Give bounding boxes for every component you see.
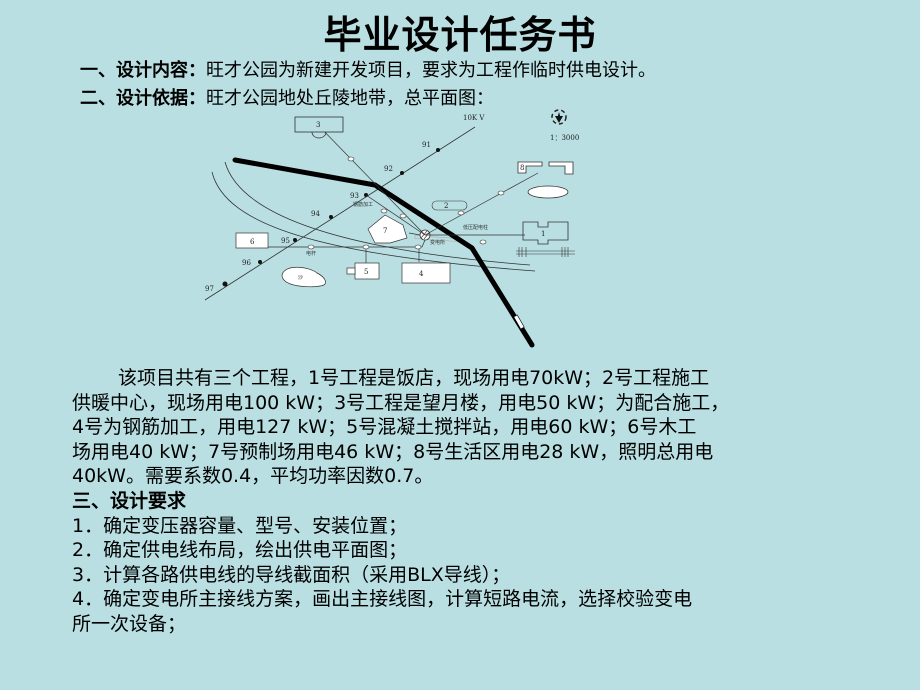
voltage-label: 10K V xyxy=(463,114,485,122)
svg-text:4: 4 xyxy=(419,270,424,278)
north-arrow-icon xyxy=(551,109,567,125)
description-line: 场用电40 kW；7号预制场用电46 kW；8号生活区用电28 kW，照明总用电 xyxy=(72,440,714,463)
svg-text:3: 3 xyxy=(316,121,320,129)
oval-area xyxy=(527,185,569,199)
requirement-item: 所一次设备； xyxy=(72,612,187,635)
river-bank-lower xyxy=(211,171,536,272)
building-6: 6 xyxy=(235,232,269,249)
scale-label: 1：3000 xyxy=(550,134,579,142)
sand-pond: 沙 xyxy=(281,266,326,288)
switch-markers xyxy=(307,156,505,250)
description-line: 40kW。需要系数0.4，平均功率因数0.7。 xyxy=(72,465,434,488)
site-plan-diagram: 91 92 93 94 95 96 97 10K V 1：3000 变电所 钢筋… xyxy=(204,109,579,348)
pole-label-95: 95 xyxy=(281,237,290,245)
description-line: 该项目共有三个工程，1号工程是饭店，现场用电70kW；2号工程施工 xyxy=(118,367,710,389)
design-basis-text: 旺才公园地处丘陵地带，总平面图： xyxy=(206,88,494,109)
design-basis-line: 二、设计依据：旺才公园地处丘陵地带，总平面图： xyxy=(80,84,494,110)
rebar-label: 钢筋加工 xyxy=(353,201,373,208)
branch-to-8 xyxy=(424,172,539,236)
svg-text:8: 8 xyxy=(520,164,524,172)
svg-text:6: 6 xyxy=(250,238,255,246)
page-title: 毕业设计任务书 xyxy=(323,13,597,57)
design-content-heading: 一、设计内容： xyxy=(80,60,206,81)
pole-label-93: 93 xyxy=(350,192,359,200)
building-5: 5 xyxy=(346,262,380,280)
pole-label-96: 96 xyxy=(242,259,251,267)
description-line: 4号为钢筋加工，用电127 kW；5号混凝土搅拌站，用电60 kW；6号木工 xyxy=(72,416,697,439)
design-basis-heading: 二、设计依据： xyxy=(80,88,206,109)
svg-text:2: 2 xyxy=(444,202,448,210)
pole-label-97: 97 xyxy=(205,285,214,293)
requirement-item: 3．计算各路供电线的导线截面积（采用BLX导线）； xyxy=(72,563,511,586)
design-requirements-heading: 三、设计要求 xyxy=(72,489,187,512)
svg-text:5: 5 xyxy=(364,268,368,276)
river-bank-upper xyxy=(224,161,531,266)
substation-label: 变电所 xyxy=(430,239,445,246)
building-3: 3 xyxy=(294,116,344,139)
road xyxy=(232,157,535,348)
svg-text:1: 1 xyxy=(541,230,545,238)
building-8: 8 xyxy=(517,161,574,175)
svg-text:沙: 沙 xyxy=(298,275,303,281)
building-4: 4 xyxy=(401,262,451,284)
pole-label-94: 94 xyxy=(311,210,320,218)
design-content-text: 旺才公园为新建开发项目，要求为工程作临时供电设计。 xyxy=(206,60,656,81)
pole-label-91: 91 xyxy=(422,141,431,149)
design-content-line: 一、设计内容：旺才公园为新建开发项目，要求为工程作临时供电设计。 xyxy=(80,56,656,82)
building-7: 7 xyxy=(367,214,408,244)
building-1: 1 xyxy=(516,221,575,257)
description-line: 供暖中心，现场用电100 kW；3号工程是望月楼，用电50 kW；为配合施工， xyxy=(72,391,730,414)
branch-to-3 xyxy=(315,122,426,236)
svg-text:7: 7 xyxy=(383,227,387,235)
main-10kv-line xyxy=(204,126,476,301)
distribution-label: 低压配电柱 xyxy=(463,224,488,231)
requirement-item: 1．确定变压器容量、型号、安装位置； xyxy=(72,514,408,537)
requirement-item: 2．确定供电线布局，绘出供电平面图； xyxy=(72,539,408,562)
project-description: 该项目共有三个工程，1号工程是饭店，现场用电70kW；2号工程施工 供暖中心，现… xyxy=(72,366,852,637)
road-bridge-mark xyxy=(513,314,525,330)
building-2: 2 xyxy=(431,200,468,211)
requirement-item: 4．确定变电所主接线方案，画出主接线图，计算短路电流，选择校验变电 xyxy=(72,588,693,611)
pole-text-label: 电杆 xyxy=(306,250,316,257)
branch-to-93 xyxy=(365,194,426,236)
pole-label-92: 92 xyxy=(384,165,393,173)
